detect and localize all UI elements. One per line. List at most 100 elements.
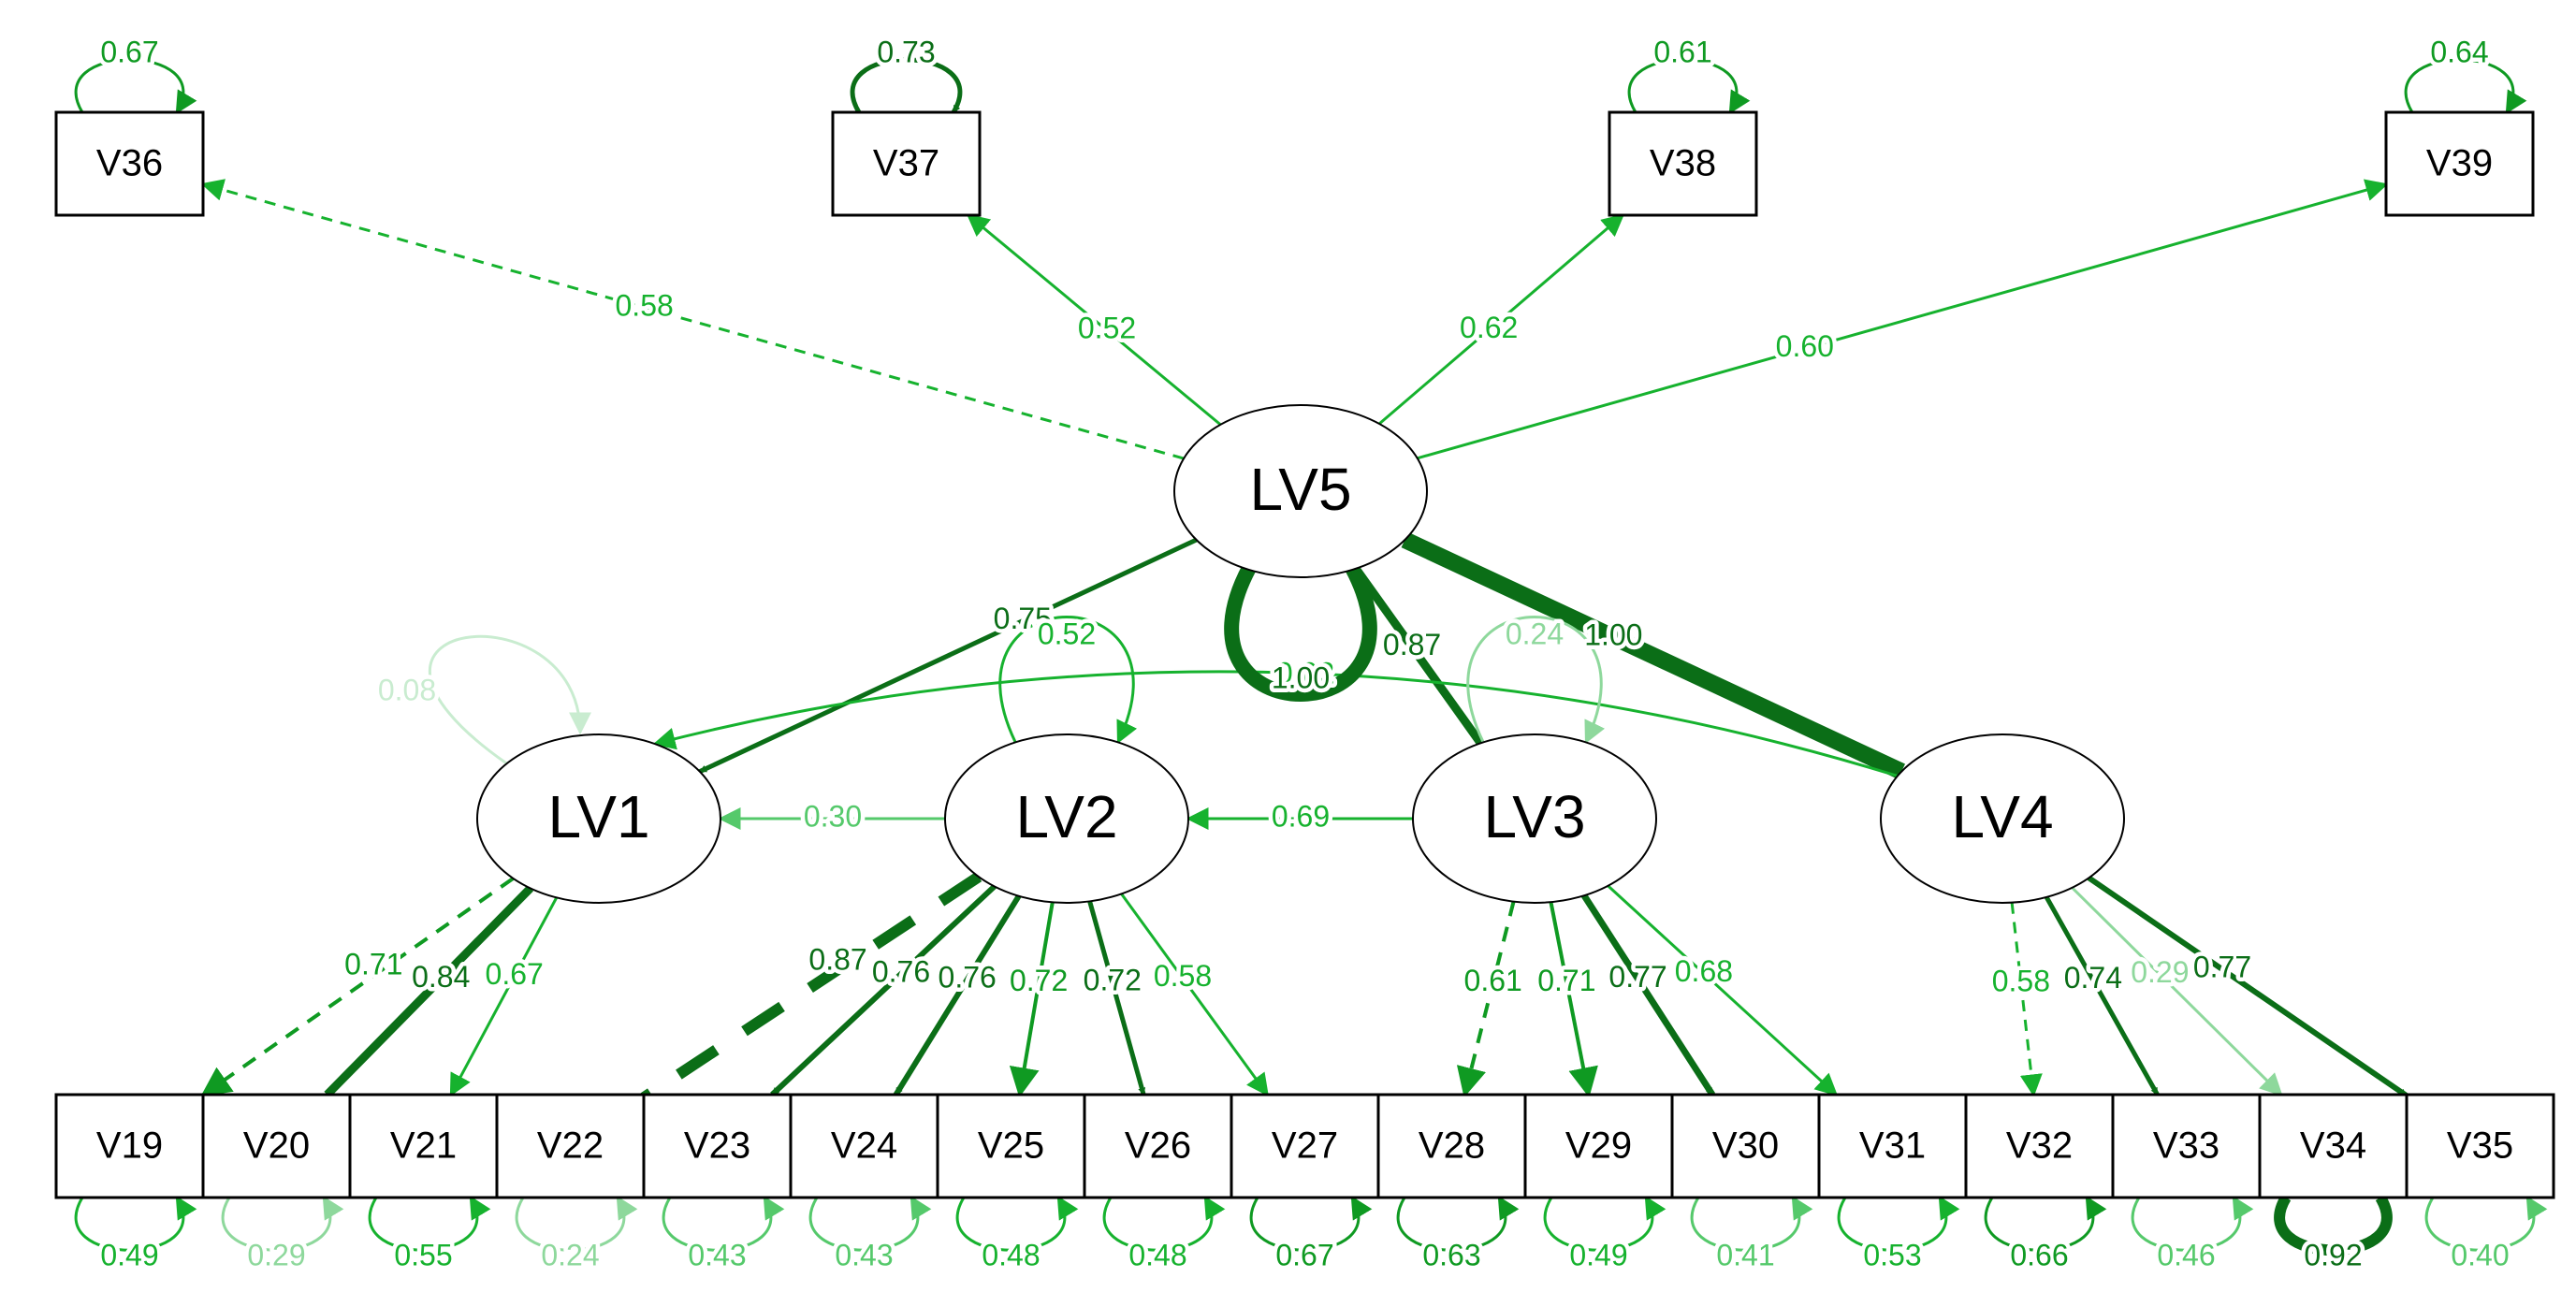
latent-ellipse bbox=[1173, 404, 1428, 578]
observed-label: V38 bbox=[1650, 143, 1716, 184]
residual-value-v33: 0.46 bbox=[2157, 1238, 2215, 1271]
observed-box bbox=[495, 1093, 646, 1199]
path-value-lv2-v22: 0.87 bbox=[808, 943, 866, 977]
observed-label: V33 bbox=[2153, 1125, 2219, 1167]
variance-loop-lv3 bbox=[1466, 616, 1606, 765]
observed-label: V22 bbox=[537, 1125, 604, 1167]
path-lv5-lv3 bbox=[1352, 566, 1485, 746]
observed-v24: V24 bbox=[789, 1093, 939, 1199]
path-value-lv4-v34: 0.29 bbox=[2131, 955, 2189, 989]
path-value-lv1-v20: 0.84 bbox=[412, 960, 470, 994]
residual-value-v39: 0.64 bbox=[2430, 35, 2488, 68]
observed-label: V24 bbox=[831, 1125, 897, 1167]
observed-label: V34 bbox=[2300, 1125, 2366, 1167]
variance-loop-lv2 bbox=[998, 616, 1138, 765]
variance-value-lv2: 0.52 bbox=[1038, 617, 1096, 650]
residual-value-v28: 0.63 bbox=[1422, 1238, 1480, 1271]
latent-lv3: LV3 bbox=[1412, 733, 1657, 904]
path-lv2-v24 bbox=[893, 894, 1022, 1096]
path-lv3-v30 bbox=[1581, 893, 1716, 1096]
observed-label: V31 bbox=[1859, 1125, 1926, 1167]
path-lv2-v27 bbox=[1120, 893, 1269, 1096]
path-lv3-v28 bbox=[1456, 901, 1516, 1098]
observed-v34: V34 bbox=[2258, 1093, 2409, 1199]
residual-value-v22: 0.24 bbox=[541, 1238, 599, 1271]
path-value-lv5-lv1: 0.75 bbox=[994, 602, 1052, 635]
residual-loop-v20 bbox=[221, 1174, 344, 1252]
residual-loop-v35 bbox=[2424, 1174, 2548, 1252]
residual-value-v31: 0.53 bbox=[1863, 1238, 1921, 1271]
latent-lv1: LV1 bbox=[476, 733, 721, 904]
path-lv2-v23 bbox=[770, 884, 997, 1097]
observed-box bbox=[54, 110, 205, 217]
observed-label: V29 bbox=[1565, 1125, 1632, 1167]
path-value-lv2-v26: 0.72 bbox=[1084, 964, 1142, 997]
observed-label: V35 bbox=[2447, 1125, 2513, 1167]
observed-v30: V30 bbox=[1670, 1093, 1821, 1199]
path-lv5-v39 bbox=[1417, 179, 2389, 460]
residual-loop-v19 bbox=[74, 1174, 197, 1252]
latent-label: LV5 bbox=[1249, 456, 1351, 523]
observed-v33: V33 bbox=[2111, 1093, 2262, 1199]
observed-label: V39 bbox=[2426, 143, 2493, 184]
residual-loop-v33 bbox=[2131, 1174, 2254, 1252]
residual-value-v29: 0.49 bbox=[1569, 1238, 1627, 1271]
residual-loop-v25 bbox=[955, 1174, 1079, 1252]
path-lv1-v21 bbox=[449, 896, 559, 1097]
path-lv4-v32 bbox=[2010, 902, 2043, 1097]
observed-v35: V35 bbox=[2405, 1093, 2555, 1199]
latent-label: LV4 bbox=[1951, 783, 2053, 850]
covariance-value: 0.02 bbox=[1276, 656, 1334, 690]
path-value-lv2-v23: 0.76 bbox=[872, 954, 930, 988]
residual-loop-v27 bbox=[1249, 1174, 1373, 1252]
residual-loop-v31 bbox=[1837, 1174, 1960, 1252]
residual-value-v36: 0.67 bbox=[100, 35, 158, 68]
residual-value-v24: 0.43 bbox=[835, 1238, 893, 1271]
residual-loop-v38 bbox=[1627, 58, 1751, 136]
observed-v21: V21 bbox=[348, 1093, 499, 1199]
observed-v36: V36 bbox=[54, 110, 205, 217]
residual-loop-v36 bbox=[74, 58, 197, 136]
residual-loop-v21 bbox=[368, 1174, 491, 1252]
residual-value-v32: 0.66 bbox=[2010, 1238, 2068, 1271]
residual-value-v30: 0.41 bbox=[1716, 1238, 1774, 1271]
path-lv2-v26 bbox=[1087, 900, 1146, 1096]
path-value-lv3-v29: 0.71 bbox=[1537, 964, 1595, 997]
path-value-lv2-v25: 0.72 bbox=[1010, 964, 1068, 997]
variance-value-lv1: 0.08 bbox=[378, 673, 436, 706]
observed-box bbox=[2405, 1093, 2555, 1199]
path-value-lv3-lv2: 0.69 bbox=[1272, 799, 1330, 833]
path-value-lv1-v19: 0.71 bbox=[344, 947, 402, 980]
path-lv4-v35 bbox=[2087, 875, 2409, 1098]
observed-box bbox=[789, 1093, 939, 1199]
path-value-lv5-v39: 0.60 bbox=[1776, 329, 1834, 363]
observed-v23: V23 bbox=[642, 1093, 793, 1199]
latent-label: LV3 bbox=[1483, 783, 1585, 850]
latent-ellipse bbox=[1412, 733, 1657, 904]
observed-label: V32 bbox=[2006, 1125, 2073, 1167]
observed-v38: V38 bbox=[1608, 110, 1758, 217]
observed-label: V20 bbox=[243, 1125, 310, 1167]
observed-label: V30 bbox=[1712, 1125, 1779, 1167]
residual-value-v27: 0.67 bbox=[1275, 1238, 1333, 1271]
observed-box bbox=[54, 1093, 205, 1199]
path-value-lv3-v28: 0.61 bbox=[1464, 964, 1522, 997]
residual-loop-v26 bbox=[1102, 1174, 1226, 1252]
observed-label: V27 bbox=[1272, 1125, 1338, 1167]
path-lv3-v31 bbox=[1607, 884, 1839, 1096]
observed-label: V23 bbox=[684, 1125, 750, 1167]
observed-box bbox=[1230, 1093, 1380, 1199]
path-value-lv2-lv1: 0.30 bbox=[804, 799, 862, 833]
path-lv1-v20 bbox=[324, 885, 534, 1098]
residual-value-v19: 0.49 bbox=[100, 1238, 158, 1271]
latent-ellipse bbox=[476, 733, 721, 904]
observed-box bbox=[2111, 1093, 2262, 1199]
path-value-lv2-v27: 0.58 bbox=[1154, 959, 1212, 993]
observed-v28: V28 bbox=[1376, 1093, 1527, 1199]
latent-lv4: LV4 bbox=[1880, 733, 2125, 904]
residual-value-v35: 0.40 bbox=[2451, 1238, 2509, 1271]
observed-label: V28 bbox=[1419, 1125, 1485, 1167]
path-lv5-v36 bbox=[200, 179, 1185, 460]
observed-v31: V31 bbox=[1817, 1093, 1968, 1199]
